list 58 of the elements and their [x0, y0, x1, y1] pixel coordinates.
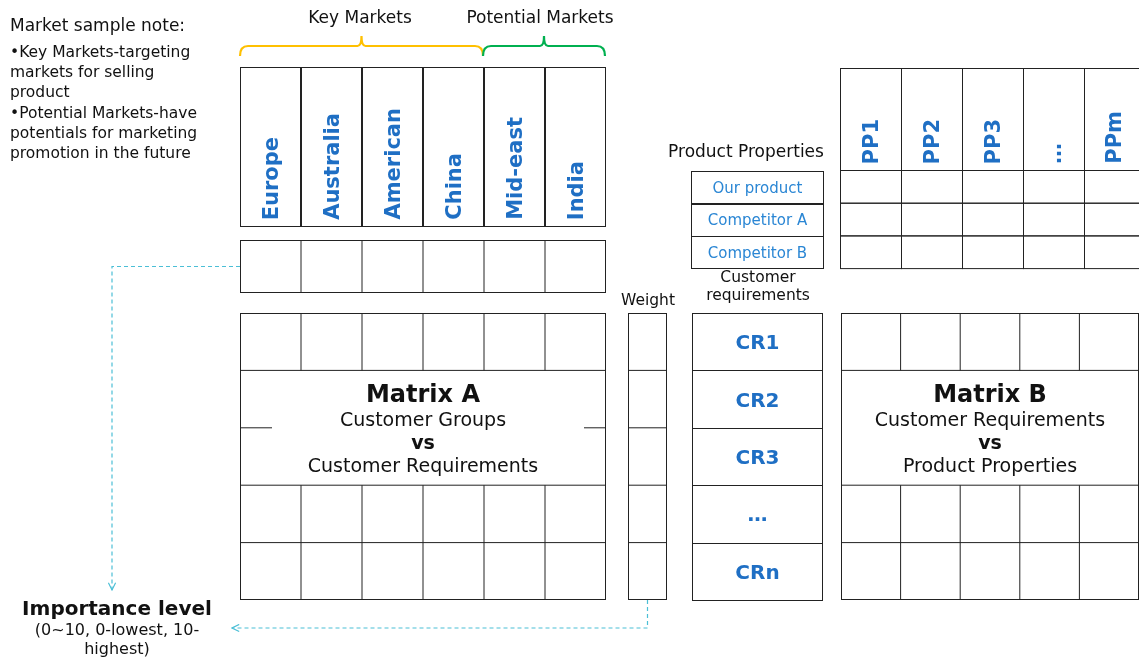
matrix-title: Matrix A — [366, 380, 480, 409]
column-heading: India — [563, 160, 588, 220]
column-label: Weight — [620, 290, 676, 311]
column-heading: PP2 — [920, 118, 944, 164]
note-heading: Market sample note: — [10, 14, 187, 37]
matrix-grid — [240, 313, 606, 600]
requirement-label: CR2 — [735, 387, 780, 412]
importance-row — [240, 240, 606, 293]
row-heading: Competitor A — [707, 211, 808, 229]
requirement-cell — [692, 542, 823, 601]
column-label: Customer requirements — [705, 269, 811, 305]
matrix-subtitle: Customer Requirements — [307, 454, 539, 478]
matrix-grid — [841, 313, 1139, 600]
requirement-cell — [692, 313, 823, 372]
requirement-label: CR1 — [735, 330, 780, 355]
row-header-cell — [691, 171, 824, 204]
note-heading: Importance level — [21, 596, 213, 620]
note-text: (0~10, 0-lowest, 10-highest) — [33, 620, 201, 658]
requirement-cell — [692, 485, 823, 544]
note-text: •Potential Markets-have potentials for marketing promotion in the future — [10, 103, 199, 164]
column-heading: … — [1042, 143, 1066, 164]
requirement-cell — [692, 427, 823, 487]
arrow — [107, 265, 241, 591]
header-cell — [301, 67, 362, 227]
versus-label: vs — [411, 431, 435, 455]
header-cell — [840, 68, 902, 171]
column-heading: Mid-east — [502, 117, 527, 220]
row-heading: Our product — [712, 178, 803, 197]
header-cell — [423, 67, 484, 227]
row-header-cell — [691, 203, 824, 237]
weight-column — [628, 313, 667, 600]
matrix-title: Matrix B — [933, 380, 1047, 409]
bracket-label: Potential Markets — [465, 6, 615, 29]
versus-label: vs — [978, 431, 1002, 455]
requirement-label: CRn — [735, 559, 780, 584]
column-heading: Europe — [258, 136, 283, 220]
column-heading: American — [380, 108, 405, 220]
matrix-subtitle: Customer Groups — [339, 408, 507, 432]
header-cell — [545, 67, 606, 227]
column-heading: PP1 — [859, 118, 883, 164]
axis-label: Product Properties — [667, 140, 825, 163]
arrow — [231, 599, 649, 633]
note-text: •Key Markets-targeting markets for selling product — [10, 42, 192, 103]
requirement-label: CR3 — [735, 445, 780, 469]
bracket-label: Key Markets — [307, 6, 413, 29]
row-heading: Competitor B — [707, 243, 808, 262]
header-cell — [362, 67, 423, 227]
column-heading: PP3 — [981, 118, 1005, 164]
requirement-cell — [692, 370, 823, 429]
requirement-label: … — [747, 502, 768, 527]
header-cell — [240, 67, 301, 227]
column-heading: PPm — [1101, 111, 1126, 164]
row-header-cell — [691, 236, 824, 269]
column-heading: China — [441, 153, 466, 220]
header-cell — [484, 67, 545, 227]
matrix-subtitle: Product Properties — [902, 454, 1078, 478]
matrix-subtitle: Customer Requirements — [874, 408, 1106, 432]
column-heading: Australia — [319, 113, 344, 220]
